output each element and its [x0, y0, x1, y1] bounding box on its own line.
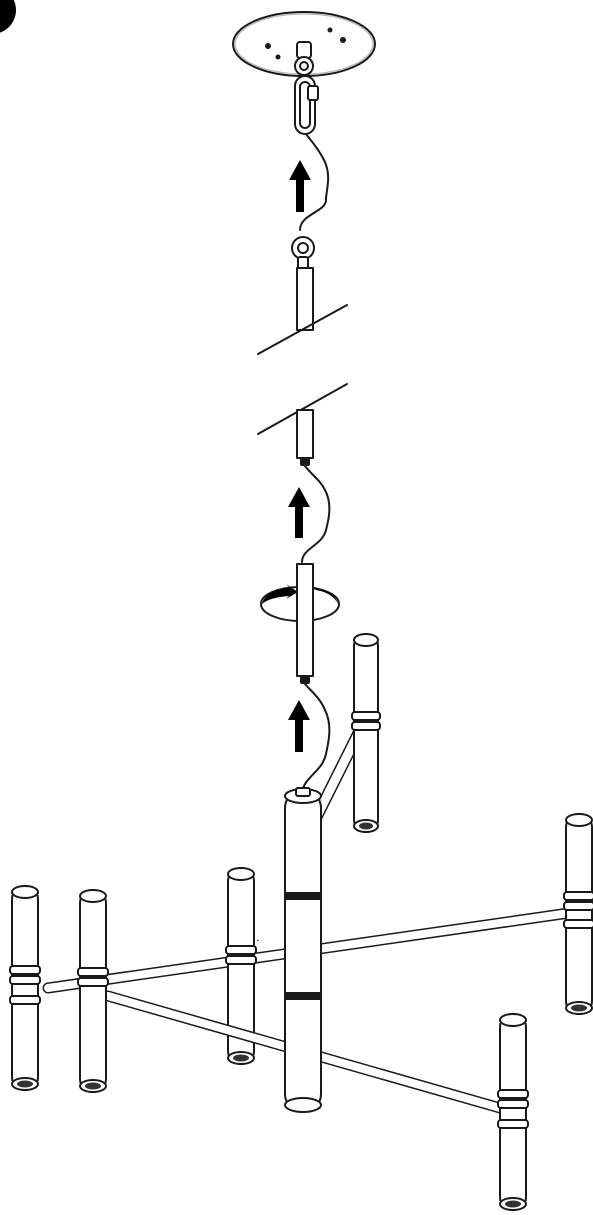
- up-arrow-icon: [288, 487, 310, 538]
- break-line-top: [257, 304, 348, 355]
- stem-middle: [296, 409, 314, 466]
- candle-arm-back-left: [225, 867, 257, 1065]
- candle-arm-left: [77, 889, 109, 1093]
- candle-arm-far-left: [9, 885, 41, 1091]
- step-marker: [0, 0, 16, 33]
- stem-lower: [296, 563, 314, 684]
- suspension-cable-segment: [301, 683, 331, 793]
- candle-arm-front-right: [497, 1013, 529, 1211]
- candle-arm-back-right: [351, 633, 381, 833]
- center-post: [284, 787, 322, 1113]
- stem-upper: [291, 236, 315, 331]
- carabiner-clip: [294, 75, 319, 135]
- canopy-hook: [294, 41, 314, 76]
- suspension-cable: [299, 133, 330, 231]
- up-arrow-icon: [289, 160, 311, 212]
- up-arrow-icon: [288, 700, 310, 752]
- suspension-cable-segment: [301, 465, 331, 563]
- candle-arm-right: [563, 813, 593, 1015]
- chandelier-body: [9, 633, 593, 1211]
